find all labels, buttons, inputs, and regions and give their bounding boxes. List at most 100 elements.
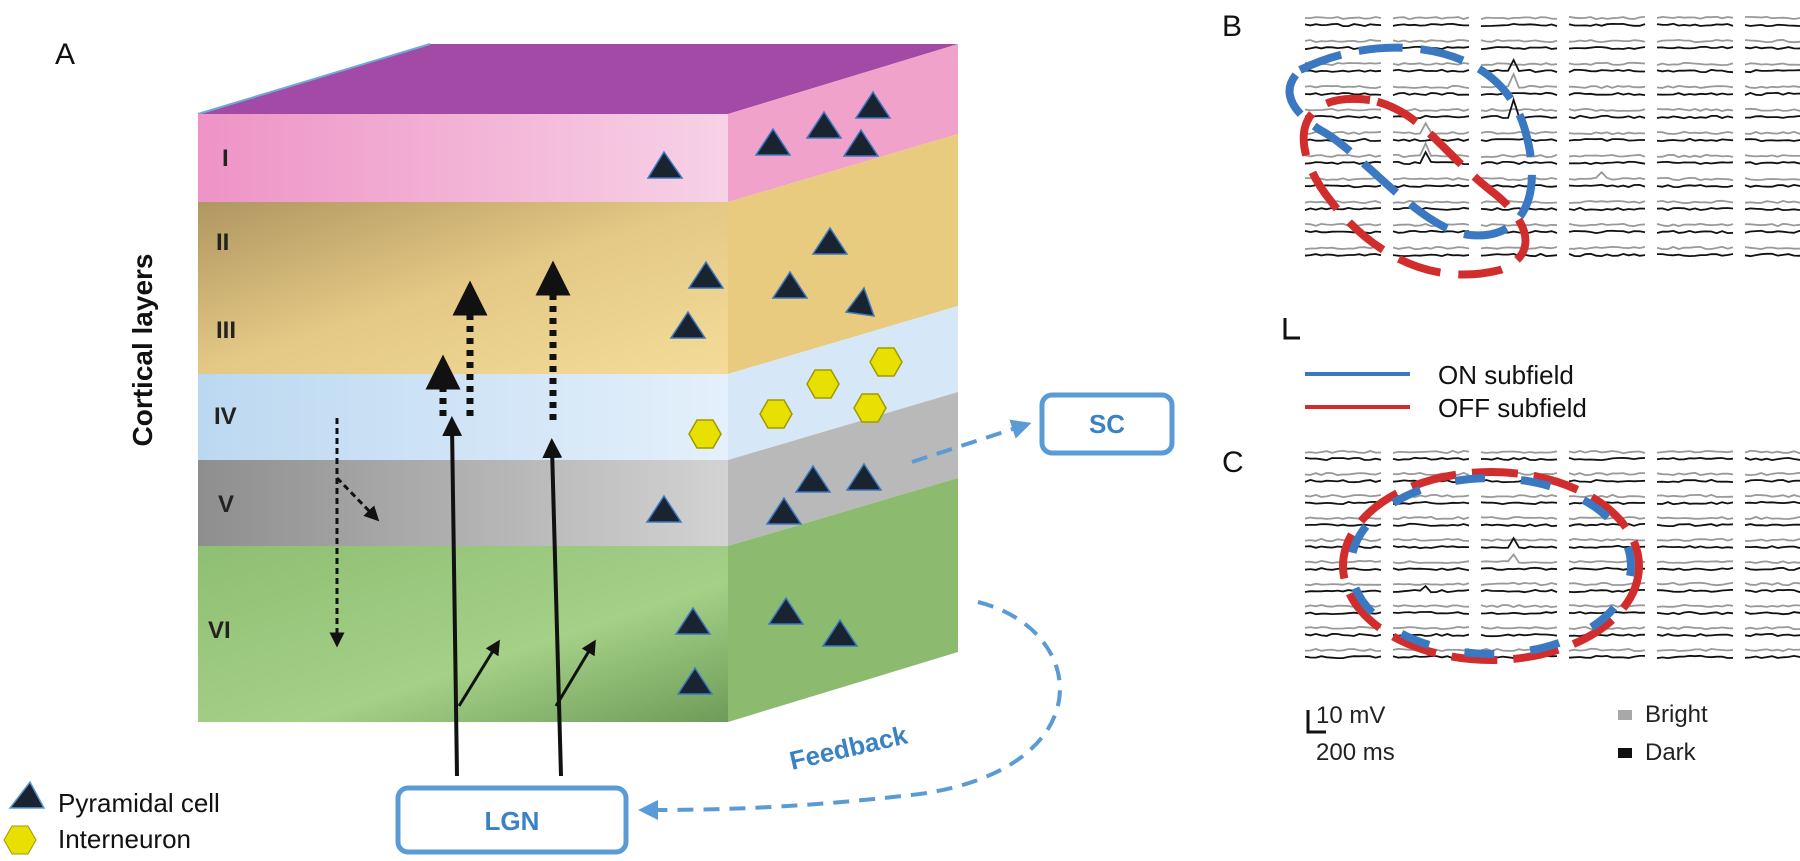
sc-box — [1039, 392, 1175, 456]
membrane-trace — [1304, 516, 1382, 520]
membrane-trace — [1656, 176, 1734, 182]
panel-label-c: C — [1222, 446, 1244, 479]
membrane-trace — [1656, 160, 1734, 165]
membrane-trace — [1568, 39, 1646, 44]
membrane-trace — [1656, 523, 1734, 527]
membrane-trace — [1568, 200, 1646, 204]
membrane-trace — [1304, 137, 1382, 143]
membrane-trace — [1568, 456, 1646, 462]
pyramidal-cell-icon — [844, 286, 876, 317]
membrane-trace — [1480, 160, 1558, 165]
scale-mv-label: 10 mV — [1316, 702, 1385, 729]
membrane-trace — [1568, 183, 1646, 188]
membrane-trace — [1304, 648, 1382, 652]
pyramidal-cell-icon — [669, 310, 707, 339]
legend-pyramidal-label: Pyramidal cell — [58, 788, 220, 818]
layer-1-front — [198, 114, 728, 202]
membrane-trace — [1392, 199, 1470, 204]
membrane-trace — [1744, 471, 1800, 477]
membrane-trace — [1656, 478, 1734, 484]
pyramidal-cell-icon — [646, 150, 684, 179]
membrane-trace — [1744, 229, 1800, 234]
membrane-trace — [1569, 245, 1646, 250]
layer-label-1: I — [222, 145, 229, 172]
membrane-trace — [1480, 566, 1558, 571]
membrane-trace — [1480, 588, 1558, 594]
layer-4-front — [198, 374, 728, 460]
membrane-trace — [1744, 479, 1800, 483]
membrane-trace — [1568, 107, 1646, 112]
membrane-trace — [1304, 478, 1382, 484]
membrane-trace — [1480, 62, 1558, 66]
membrane-trace — [1392, 567, 1470, 572]
membrane-trace — [1744, 246, 1800, 251]
membrane-trace — [1304, 537, 1382, 543]
panel-label-b: B — [1222, 10, 1242, 43]
membrane-trace — [1744, 252, 1800, 258]
membrane-trace — [1304, 114, 1382, 120]
membrane-trace — [1744, 515, 1800, 520]
axis-label-cortical-layers: Cortical layers — [127, 254, 158, 447]
membrane-trace — [1392, 537, 1469, 542]
membrane-trace — [1568, 229, 1646, 235]
membrane-trace — [1656, 456, 1734, 461]
membrane-trace — [1656, 610, 1734, 616]
membrane-trace — [1744, 91, 1800, 97]
membrane-trace — [1744, 46, 1800, 51]
membrane-trace — [1568, 114, 1646, 120]
membrane-trace — [1656, 84, 1734, 89]
membrane-trace — [1656, 567, 1734, 572]
membrane-trace — [1393, 141, 1470, 159]
pyramidal-cell-icon — [842, 128, 880, 157]
membrane-trace — [1392, 62, 1470, 66]
membrane-trace — [1744, 23, 1800, 28]
membrane-trace — [1568, 68, 1645, 74]
feedback-label: Feedback — [787, 720, 911, 776]
membrane-trace — [1568, 153, 1646, 158]
pyramidal-cell-icon — [754, 127, 792, 156]
membrane-trace — [1392, 184, 1470, 189]
legend-bright-label: Bright — [1645, 701, 1708, 728]
membrane-trace — [1656, 581, 1734, 587]
layer-6-front — [198, 546, 728, 722]
membrane-trace — [1656, 137, 1734, 143]
interneuron-icon — [806, 369, 840, 399]
membrane-trace — [1656, 229, 1734, 235]
scale-ms-label: 200 ms — [1316, 739, 1395, 766]
membrane-trace — [1744, 604, 1800, 608]
off-subfield-ring-b — [1299, 94, 1530, 279]
membrane-trace — [1656, 15, 1734, 20]
membrane-trace — [1480, 22, 1558, 27]
membrane-trace — [1656, 450, 1734, 454]
membrane-trace — [1744, 85, 1800, 89]
membrane-trace — [1392, 39, 1470, 43]
membrane-trace — [1480, 516, 1558, 520]
membrane-trace — [1304, 582, 1381, 587]
membrane-trace — [1480, 494, 1558, 499]
membrane-trace — [1744, 107, 1800, 112]
membrane-trace — [1392, 84, 1470, 90]
membrane-trace — [1656, 588, 1734, 593]
membrane-trace — [1480, 207, 1558, 212]
membrane-trace — [1568, 633, 1646, 638]
membrane-trace — [1304, 22, 1382, 28]
membrane-trace — [1304, 523, 1382, 527]
membrane-trace — [1656, 471, 1734, 477]
membrane-trace — [1568, 472, 1645, 477]
membrane-trace — [1568, 516, 1646, 521]
lgn-box — [395, 785, 629, 855]
membrane-trace — [1656, 115, 1734, 120]
membrane-trace — [1480, 501, 1558, 506]
bright-swatch — [1618, 710, 1632, 720]
membrane-trace — [1480, 633, 1558, 638]
membrane-trace — [1480, 626, 1558, 630]
pyramidal-cell-icon — [645, 494, 683, 523]
membrane-trace — [1480, 137, 1558, 143]
legend-interneuron-label: Interneuron — [58, 824, 191, 854]
membrane-trace — [1304, 230, 1382, 235]
membrane-trace — [1744, 138, 1800, 143]
layer-label-3: III — [216, 317, 236, 344]
membrane-trace — [1480, 57, 1558, 74]
membrane-trace — [1656, 92, 1734, 96]
membrane-trace — [1480, 610, 1558, 616]
